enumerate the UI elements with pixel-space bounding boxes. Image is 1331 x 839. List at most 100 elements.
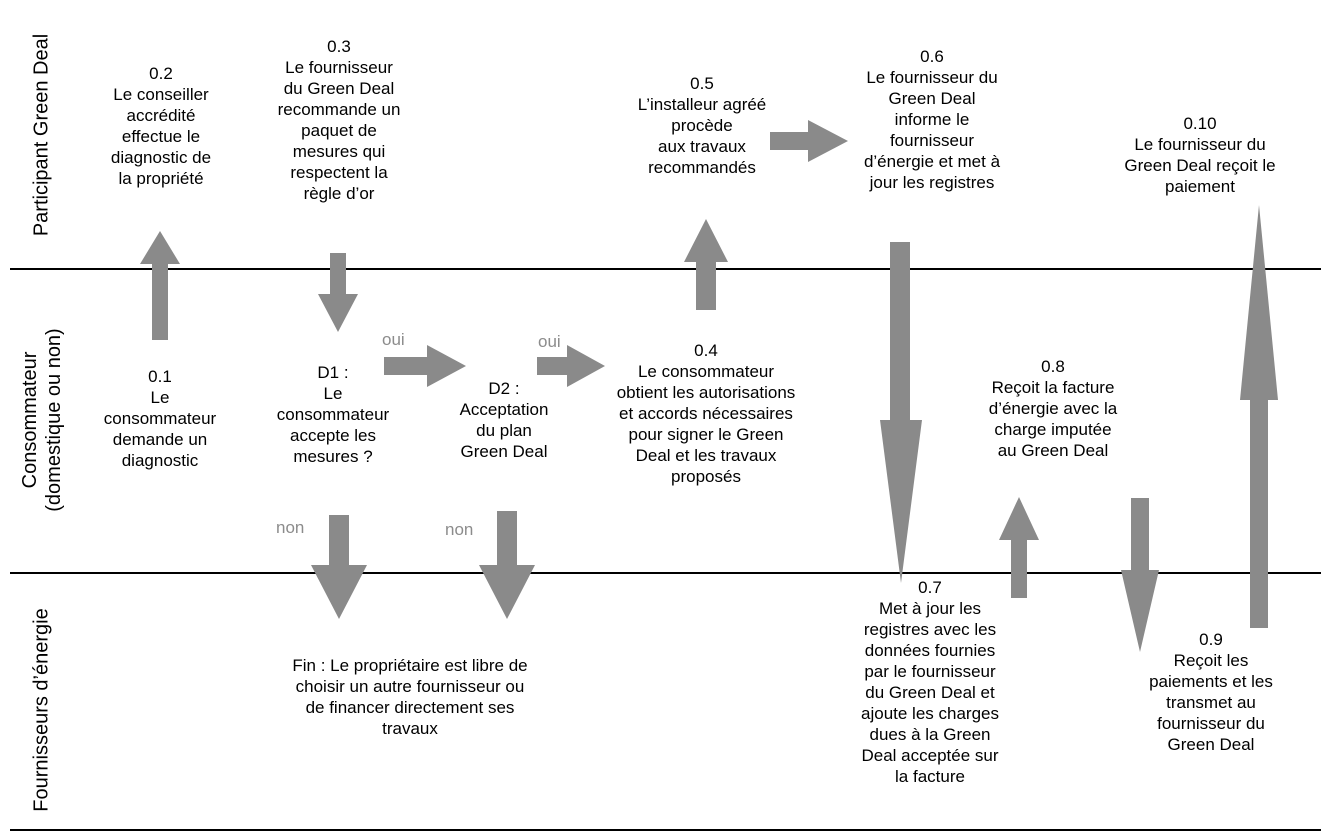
step-text-line: Le consommateur [637,362,775,381]
lane-divider-bottom [10,572,1321,574]
decision-d1-label: D1 : [317,363,349,382]
step-0-1-number: 0.1 [148,367,172,386]
step-text-line: aux travaux [658,137,746,156]
step-0-8: 0.8 Reçoit la facture d’énergie avec la … [989,356,1118,461]
step-text-line: pour signer le Green [628,425,784,444]
step-text-line: transmet au [1166,693,1256,712]
step-text-line: fournisseur [889,131,975,150]
step-text-line: Le fournisseur du [1134,135,1266,154]
step-text-line: Acceptation [459,400,549,419]
arrow-down-06-07 [880,242,922,583]
step-0-3-number: 0.3 [327,37,351,56]
lane-divider-top [10,268,1321,270]
step-0-7-number: 0.7 [918,578,942,597]
step-text-line: Le conseiller [113,85,209,104]
step-text-line: L’installeur agréé [637,95,767,114]
step-text-line: obtient les autorisations [616,383,796,402]
decision-d2: D2 : Acceptation du plan Green Deal [460,378,549,462]
arrow-down-d2-fin [479,511,535,619]
step-0-5: 0.5 L’installeur agréé procède aux trava… [638,73,767,178]
arrow-down-d1-fin [311,515,367,619]
step-text-line: consommateur [276,405,390,424]
step-text-line: Le fournisseur du [866,68,998,87]
step-text-line: du Green Deal et [865,683,995,702]
step-text-line: accepte les [290,426,376,445]
step-text-line: paiements et les [1149,672,1273,691]
step-text-line: données fournies [864,641,996,660]
step-text-line: Green Deal [888,89,976,108]
arrow-up-09-10 [1240,205,1278,628]
arrow-right-05-06 [770,120,848,162]
arrow-right-d1-d2 [384,345,466,387]
step-text-line: de financer directement ses [305,698,515,717]
step-text-line: au Green Deal [997,441,1109,460]
decision-d2-label: D2 : [488,379,520,398]
arrow-down-08-09 [1121,498,1159,652]
arrow-right-d2-04 [537,345,605,387]
step-fin: Fin : Le propriétaire est libre de chois… [292,655,527,739]
step-text-line: Met à jour les [878,599,982,618]
step-text-line: proposés [671,467,741,486]
step-text-line: informe le [894,110,970,129]
step-0-10-number: 0.10 [1183,114,1217,133]
step-text-line: Reçoit la facture [991,378,1115,397]
step-text-line: diagnostic de [110,148,212,167]
step-text-line: Le [323,384,343,403]
step-text-line: jour les registres [869,173,995,192]
step-text-line: Fin : Le propriétaire est libre de [292,656,528,675]
step-0-6: 0.6 Le fournisseur du Green Deal informe… [864,46,1000,193]
step-text-line: du Green Deal [283,79,395,98]
arrow-up-04-05 [684,219,728,310]
step-0-8-number: 0.8 [1041,357,1065,376]
step-0-9-number: 0.9 [1199,630,1223,649]
step-text-line: du plan [476,421,532,440]
step-text-line: consommateur [103,409,217,428]
step-0-3: 0.3 Le fournisseur du Green Deal recomma… [278,36,401,204]
step-text-line: Deal acceptée sur [861,746,999,765]
step-text-line: paquet de [301,121,377,140]
step-text-line: mesures qui [292,142,386,161]
step-text-line: charge imputée [994,420,1112,439]
decision-d1: D1 : Le consommateur accepte les mesures… [277,362,389,467]
arrow-up-01-02 [140,231,180,340]
branch-label-oui-d2: oui [538,332,561,351]
step-0-10: 0.10 Le fournisseur du Green Deal reçoit… [1124,113,1275,197]
step-text-line: Le fournisseur [285,58,393,77]
step-text-line: registres avec les [863,620,997,639]
step-text-line: Green Deal [460,442,548,461]
step-text-line: accrédité [126,106,196,125]
step-text-line: règle d’or [303,184,375,203]
step-text-line: et accords nécessaires [619,404,793,423]
step-0-7: 0.7 Met à jour les registres avec les do… [861,577,999,787]
arrow-down-03-d1 [318,253,358,332]
arrow-up-07-08 [999,497,1039,598]
step-text-line: Green Deal reçoit le [1124,156,1276,175]
lane-divider-end [10,829,1321,831]
step-text-line: procède [671,116,733,135]
step-text-line: paiement [1165,177,1235,196]
step-text-line: travaux [382,719,438,738]
step-text-line: Deal et les travaux [635,446,777,465]
step-text-line: recommande un [277,100,401,119]
step-0-5-number: 0.5 [690,74,714,93]
step-text-line: recommandés [648,158,756,177]
step-text-line: par le fournisseur [864,662,996,681]
step-text-line: la propriété [118,169,204,188]
step-text-line: ajoute les charges [861,704,999,723]
branch-label-non-d2: non [445,520,474,539]
branch-label-non-d1: non [276,518,305,537]
branch-label-oui-d1: oui [382,330,405,349]
step-text-line: diagnostic [121,451,199,470]
step-text-line: demande un [112,430,208,449]
step-text-line: Reçoit les [1173,651,1249,670]
step-0-2: 0.2 Le conseiller accrédité effectue le … [111,63,211,189]
step-text-line: Le [150,388,170,407]
step-0-4-number: 0.4 [694,341,718,360]
step-text-line: effectue le [121,127,201,146]
step-text-line: d’énergie et met à [863,152,1001,171]
step-text-line: la facture [895,767,965,786]
step-0-2-number: 0.2 [149,64,173,83]
step-0-9: 0.9 Reçoit les paiements et les transmet… [1149,629,1273,755]
step-0-4: 0.4 Le consommateur obtient les autorisa… [617,340,796,487]
